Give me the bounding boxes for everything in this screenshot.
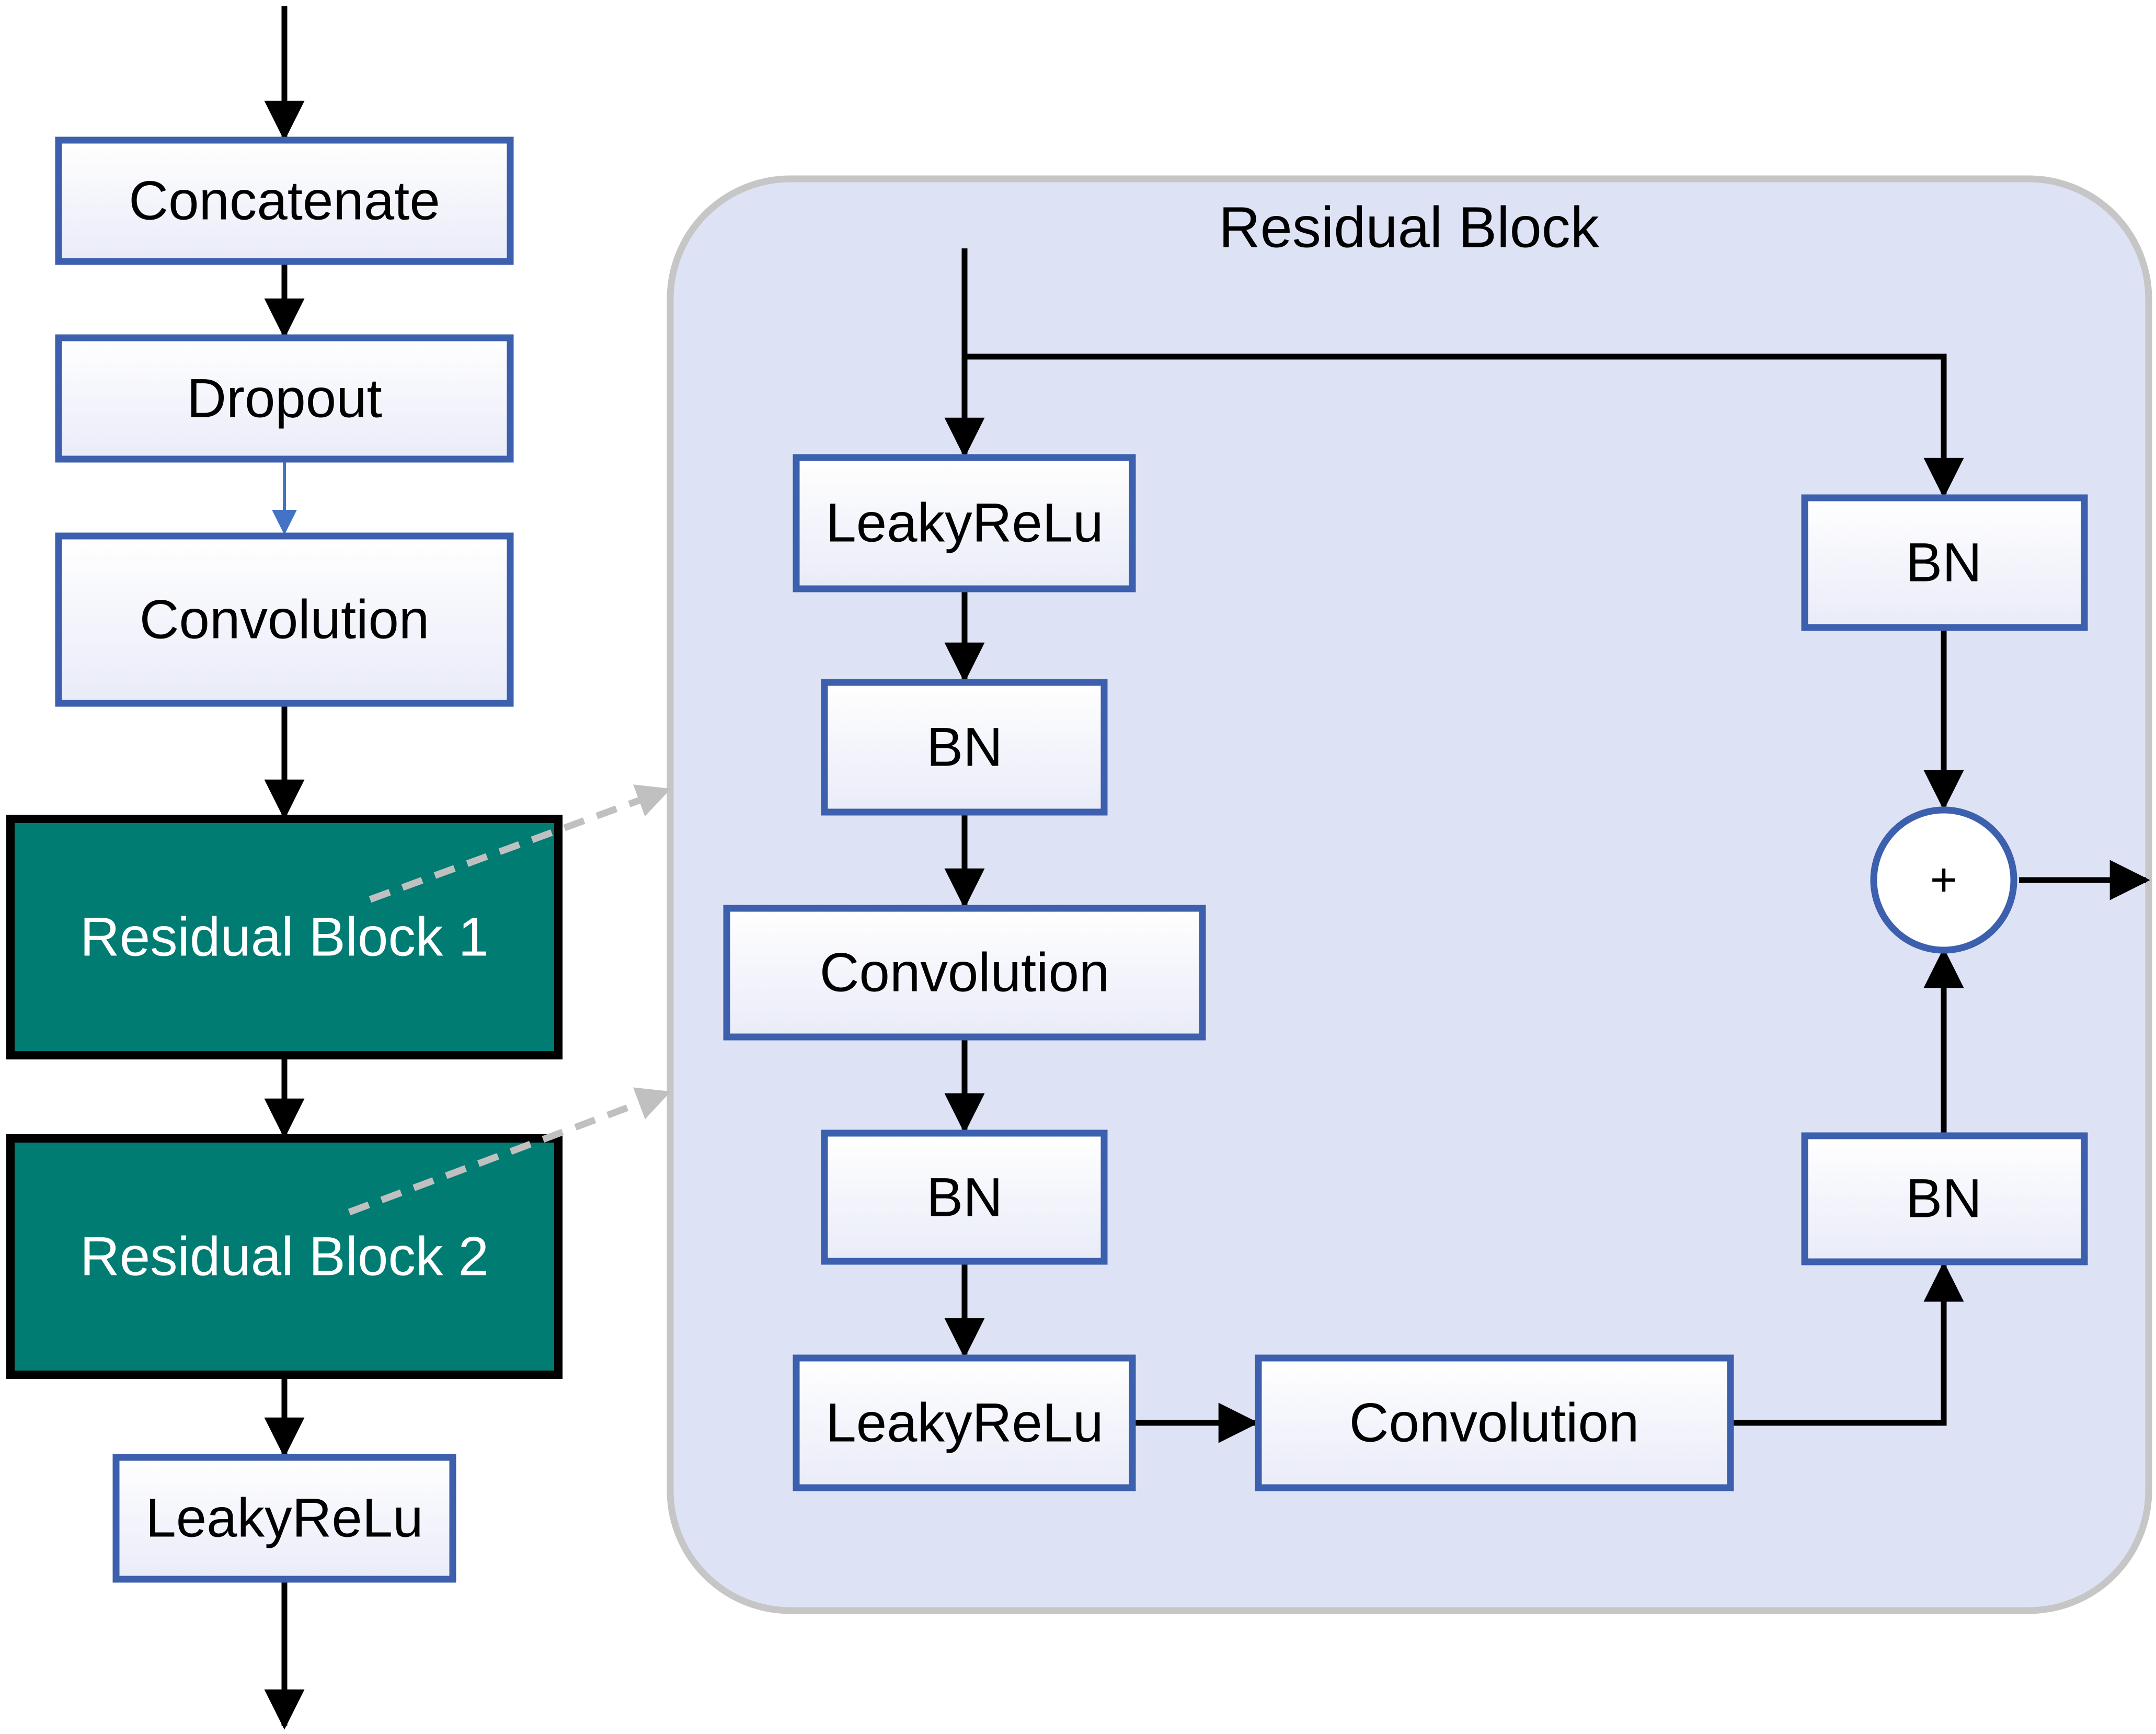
bn-2-node: BN [821,1130,1108,1265]
leakyrelu-2-label: LeakyReLu [825,1393,1103,1454]
leakyrelu-left-node: LeakyReLu [112,1454,456,1583]
bn-3-node: BN [1801,1132,2088,1265]
callout-lines [348,784,671,1216]
panel-nodes: LeakyReLu BN Convolution BN LeakyReLu Co… [723,454,2088,1491]
bn-shortcut-label: BN [1906,532,1982,594]
bn-2-label: BN [926,1167,1003,1228]
residual-block-2-node: Residual Block 2 [6,1134,563,1379]
bn-3-box [1801,1132,2088,1265]
convolution-label: Convolution [140,589,430,651]
dropout-box [55,334,514,463]
arrow-convolution2-to-bn3 [1730,1261,1964,1426]
convolution-2-label: Convolution [1349,1393,1639,1454]
residual-block-1-box [6,815,563,1059]
bn-1-box [821,679,1108,816]
residual-block-2-label: Residual Block 2 [80,1226,489,1287]
dropout-node: Dropout [55,334,514,463]
residual-block-2-box [6,1134,563,1379]
residual-block-title: Residual Block [1219,196,1600,260]
add-symbol: + [1930,854,1958,906]
bn-1-label: BN [926,717,1003,778]
callout-residual-2 [348,1087,671,1216]
dropout-label: Dropout [187,368,382,429]
leakyrelu-1-label: LeakyReLu [825,493,1103,554]
concatenate-label: Concatenate [129,170,440,232]
leakyrelu-2-box [793,1354,1136,1491]
residual-block-1-label: Residual Block 1 [80,907,489,968]
bn-shortcut-box [1801,494,2088,631]
leakyrelu-1-box [793,454,1136,592]
bn-3-label: BN [1906,1168,1982,1229]
leakyrelu-1-node: LeakyReLu [793,454,1136,592]
shortcut-path [965,353,1964,498]
bn-shortcut-node: BN [1801,494,2088,631]
convolution-1-label: Convolution [820,942,1110,1003]
convolution-node: Convolution [55,532,514,707]
concatenate-box [55,136,514,265]
add-node: + [1870,806,2017,954]
bn-2-box [821,1130,1108,1265]
convolution-1-node: Convolution [723,905,1206,1041]
convolution-box [55,532,514,707]
leakyrelu-left-label: LeakyReLu [145,1488,423,1549]
leakyrelu-2-node: LeakyReLu [793,1354,1136,1491]
convolution-2-node: Convolution [1255,1354,1734,1491]
panel-connectors [944,248,2150,1443]
residual-block-1-node: Residual Block 1 [6,815,563,1059]
callout-residual-1 [369,784,671,903]
concatenate-node: Concatenate [55,136,514,265]
leakyrelu-left-box [112,1454,456,1583]
left-column-nodes: Concatenate Dropout Convolution Residual… [6,136,563,1583]
bn-1-node: BN [821,679,1108,816]
convolution-2-box [1255,1354,1734,1491]
add-circle [1870,806,2017,954]
convolution-1-box [723,905,1206,1041]
